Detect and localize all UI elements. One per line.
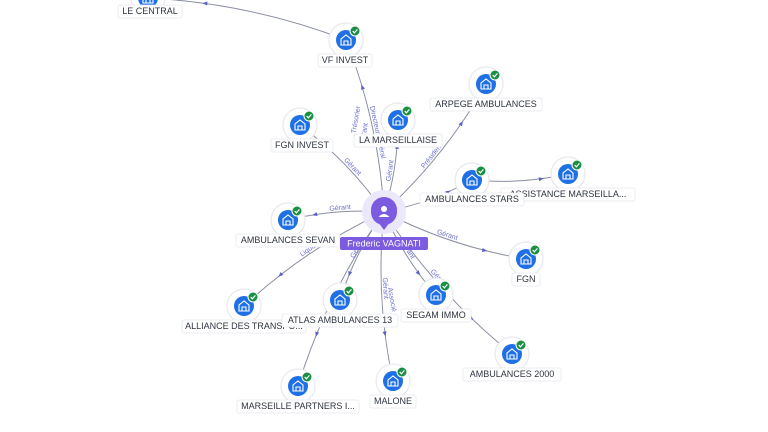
center-person-node[interactable]: Frederic VAGNATI — [340, 190, 428, 250]
building-icon — [292, 380, 304, 392]
check-badge-icon — [529, 244, 541, 256]
center-label: Frederic VAGNATI — [347, 239, 421, 249]
node-label: AMBULANCES STARS — [419, 192, 525, 207]
node-label: SEGAM IMMO — [400, 308, 472, 323]
edge-label-extra-2: Associé — [386, 287, 397, 312]
node-name: ALLIANCE DES TRANSPO... — [185, 321, 303, 331]
building-icon — [506, 348, 518, 360]
node-name: SEGAM IMMO — [406, 310, 466, 320]
edge-label-14: Gérant — [381, 277, 389, 299]
node-label: AMBULANCES 2000 — [462, 367, 562, 382]
edge-arrow-14 — [382, 331, 387, 337]
check-badge-icon — [303, 110, 315, 122]
company-node[interactable] — [468, 66, 504, 102]
center-label-bg — [340, 237, 428, 250]
nodes-layer: LE CENTRAL VF INVEST ARPEGE AMBULANCES LA M… — [117, 0, 636, 414]
company-node[interactable] — [494, 336, 530, 372]
building-icon — [282, 214, 294, 226]
check-badge-icon — [349, 25, 361, 37]
building-icon — [142, 0, 154, 4]
node-name: FGN — [517, 274, 536, 284]
company-node[interactable] — [226, 288, 262, 324]
company-node[interactable] — [550, 156, 586, 192]
building-icon — [294, 119, 306, 131]
company-node[interactable] — [454, 162, 490, 198]
building-icon — [562, 168, 574, 180]
edge-arrow-8 — [481, 248, 488, 252]
node-name: FGN INVEST — [275, 140, 330, 150]
edge-0 — [169, 0, 347, 41]
edge-label-3: Gérant — [385, 159, 395, 181]
building-icon — [520, 253, 532, 265]
node-label: ARPEGE AMBULANCES — [429, 97, 543, 112]
node-name: AMBULANCES SEVAN — [241, 235, 335, 245]
node-name: ARPEGE AMBULANCES — [435, 99, 537, 109]
node-name: ATLAS AMBULANCES 13 — [288, 315, 392, 325]
node-label: LA MARSEILLAISE — [353, 133, 443, 148]
building-icon — [238, 300, 250, 312]
company-node[interactable] — [270, 202, 306, 238]
check-badge-icon — [401, 105, 413, 117]
check-badge-icon — [571, 159, 583, 171]
node-name: LE CENTRAL — [122, 6, 178, 16]
node-label: AMBULANCES SEVAN — [235, 233, 341, 248]
check-badge-icon — [291, 205, 303, 217]
node-name: AMBULANCES 2000 — [470, 369, 555, 379]
node-name: VF INVEST — [322, 55, 369, 65]
edge-arrow-13 — [315, 331, 320, 337]
company-node[interactable] — [375, 363, 411, 399]
building-icon — [430, 289, 442, 301]
check-badge-icon — [439, 280, 451, 292]
company-node[interactable] — [280, 368, 316, 404]
node-label: FGN INVEST — [270, 138, 334, 153]
building-icon — [480, 78, 492, 90]
building-icon — [387, 375, 399, 387]
edge-9 — [243, 211, 385, 307]
node-name: ASSISTANCE MARSEILLA... — [510, 189, 627, 199]
edge-arrow-7 — [312, 212, 318, 217]
check-badge-icon — [475, 165, 487, 177]
node-label: MALONE — [369, 394, 417, 409]
node-label: MARSEILLE PARTNERS I... — [236, 399, 360, 414]
node-name: LA MARSEILLAISE — [359, 135, 437, 145]
building-icon — [466, 174, 478, 186]
check-badge-icon — [247, 291, 259, 303]
node-label: LE CENTRAL — [117, 4, 183, 19]
node-label: ATLAS AMBULANCES 13 — [281, 313, 399, 328]
node-name: MARSEILLE PARTNERS I... — [241, 401, 355, 411]
edge-arrow-11 — [415, 270, 421, 276]
edge-label-7: Gérant — [329, 204, 351, 213]
company-node[interactable] — [380, 102, 416, 138]
person-icon — [378, 206, 390, 217]
check-badge-icon — [515, 339, 527, 351]
edge-arrow-9 — [278, 271, 284, 277]
check-badge-icon — [489, 69, 501, 81]
edge-arrow-1 — [361, 84, 365, 90]
check-badge-icon — [301, 371, 313, 383]
node-name: MALONE — [374, 396, 412, 406]
building-icon — [340, 34, 352, 46]
company-node[interactable] — [328, 22, 364, 58]
edge-arrow-5 — [538, 177, 544, 182]
company-node[interactable] — [322, 282, 358, 318]
building-icon — [334, 294, 346, 306]
check-badge-icon — [343, 285, 355, 297]
edge-label-4: Gérant — [342, 157, 362, 177]
node-name: AMBULANCES STARS — [425, 194, 519, 204]
node-label: VF INVEST — [317, 53, 373, 68]
edge-label-extra-1: Trésorier — [351, 105, 363, 134]
edge-label-8: Gérant — [436, 229, 459, 242]
building-icon — [392, 114, 404, 126]
edge-arrow-0 — [202, 1, 208, 6]
edge-arrow-2 — [458, 120, 463, 127]
company-node[interactable] — [282, 107, 318, 143]
company-node[interactable] — [418, 277, 454, 313]
company-node[interactable] — [508, 241, 544, 277]
node-label: FGN — [511, 272, 541, 287]
check-badge-icon — [396, 366, 408, 378]
edge-arrow-10 — [348, 270, 353, 277]
